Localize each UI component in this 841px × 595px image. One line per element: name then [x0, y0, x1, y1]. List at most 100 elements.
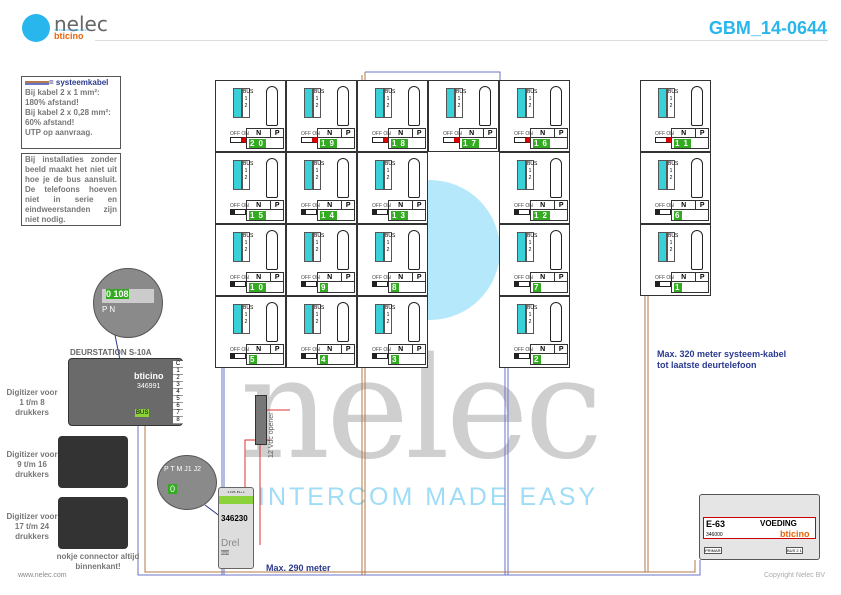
termination-switch[interactable]: [301, 137, 317, 143]
termination-switch-label: OFF ON: [230, 131, 249, 137]
termination-switch-label: OFF ON: [230, 275, 249, 281]
digitizer-module: [58, 436, 128, 488]
termination-switch[interactable]: [372, 281, 388, 287]
termination-switch[interactable]: [514, 137, 530, 143]
termination-switch-label: OFF ON: [443, 131, 462, 137]
handset-icon: [337, 230, 349, 270]
phone-number: 6: [674, 211, 683, 220]
phone-number: 7: [533, 283, 542, 292]
relay-zoom: P T M J1 J2 0: [157, 455, 217, 510]
digitizer-module: [58, 497, 128, 549]
cable-legend-icon: [25, 80, 49, 85]
handset-icon: [337, 86, 349, 126]
termination-switch[interactable]: [443, 137, 459, 143]
termination-switch[interactable]: [230, 353, 246, 359]
bus-terminal-block: [304, 232, 313, 262]
termination-switch[interactable]: [372, 137, 388, 143]
bus-terminal: BUS: [221, 550, 230, 555]
handset-icon: [266, 230, 278, 270]
door-opener-icon: [255, 395, 267, 445]
handset-icon: [266, 302, 278, 342]
bus-terminal-block: [517, 304, 526, 334]
note-line: Bij kabel 2 x 0,28 mm²: 60% afstand!: [25, 108, 111, 127]
bus-terminal-block: [658, 160, 667, 190]
termination-switch[interactable]: [514, 209, 530, 215]
phone-number: 8: [391, 283, 400, 292]
note-line: Bij kabel 2 x 1 mm²: 180% afstand!: [25, 88, 100, 107]
digitizer-label: Digitizer voor 17 t/m 24 drukkers: [6, 512, 58, 541]
phone-number: 9: [320, 283, 329, 292]
phone-number: 1: [674, 283, 683, 292]
handset-icon: [691, 230, 703, 270]
max-320-note: Max. 320 meter systeem-kabel tot laatste…: [657, 349, 787, 370]
termination-switch[interactable]: [655, 281, 671, 287]
termination-switch[interactable]: [514, 353, 530, 359]
termination-switch-label: OFF ON: [301, 203, 320, 209]
door-station-title: DEURSTATION S-10A: [70, 348, 152, 357]
termination-switch-label: OFF ON: [301, 275, 320, 281]
bus-terminal-block: [446, 88, 455, 118]
termination-switch[interactable]: [230, 137, 246, 143]
logo-tagline: INTERCOM MADE EASY: [54, 28, 89, 32]
termination-switch[interactable]: [655, 137, 671, 143]
header-divider: [95, 40, 828, 41]
relay-name: Drel: [221, 538, 240, 549]
phone-number: 4: [320, 355, 329, 364]
termination-switch[interactable]: [514, 281, 530, 287]
bus-terminal-block: [375, 88, 384, 118]
termination-switch-label: OFF ON: [514, 131, 533, 137]
bus-terminal-block: [233, 304, 242, 334]
termination-switch[interactable]: [230, 281, 246, 287]
max-290-note: Max. 290 meter: [266, 563, 331, 573]
watermark-tagline: INTERCOM MADE EASY: [258, 483, 599, 511]
termination-switch[interactable]: [301, 353, 317, 359]
terminal: 3: [173, 382, 183, 389]
termination-switch[interactable]: [301, 209, 317, 215]
bus-terminal-block: [233, 232, 242, 262]
address-code: 0 108: [106, 289, 129, 299]
phone-number: 5: [249, 355, 258, 364]
termination-switch-label: OFF ON: [655, 131, 674, 137]
termination-switch-label: OFF ON: [372, 203, 391, 209]
zoom-labels: P N: [102, 305, 116, 314]
termination-switch[interactable]: [301, 281, 317, 287]
termination-switch[interactable]: [655, 209, 671, 215]
zoom-labels: P T M J1 J2: [164, 466, 201, 473]
primary-terminal: PRIMAR: [704, 547, 722, 554]
termination-switch-label: OFF ON: [230, 203, 249, 209]
termination-switch-label: OFF ON: [514, 275, 533, 281]
termination-switch[interactable]: [372, 209, 388, 215]
bus-terminal: BUS 2 1: [786, 547, 803, 554]
legend-label: = systeemkabel: [49, 78, 109, 87]
zoom-value: 0: [168, 484, 178, 494]
termination-switch[interactable]: [372, 353, 388, 359]
termination-switch[interactable]: [230, 209, 246, 215]
psu-code: 346000: [706, 532, 723, 538]
termination-switch-label: OFF ON: [655, 203, 674, 209]
handset-icon: [550, 86, 562, 126]
